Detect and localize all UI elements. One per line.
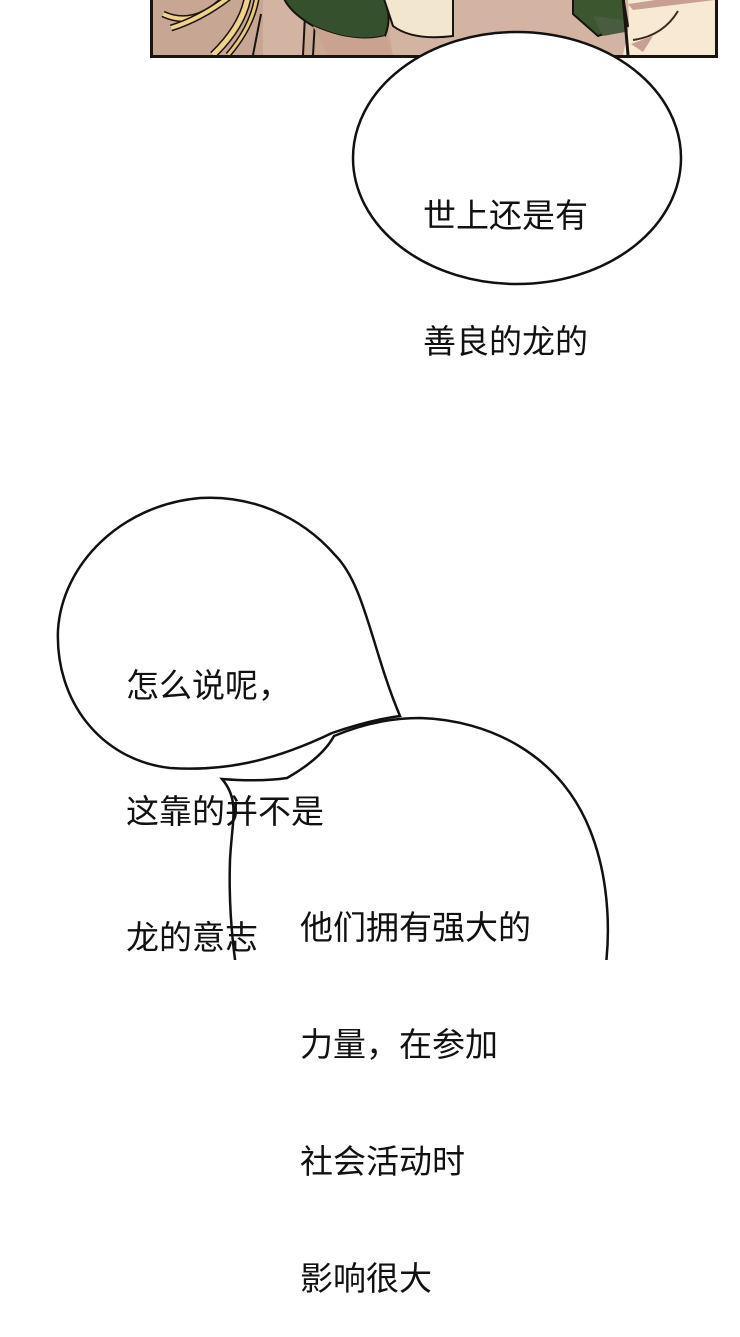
panel-artwork xyxy=(153,0,715,55)
bubble-2-line-3: 龙的意志 xyxy=(126,918,258,957)
speech-bubble-1 xyxy=(351,30,683,286)
bubble-1-line-2: 善良的龙的 xyxy=(423,322,588,361)
bubble-1-line-1: 世上还是有 xyxy=(423,196,588,235)
bubble-2-line-1: 怎么说呢， xyxy=(126,666,291,705)
bubble-3-line-2: 力量，在参加 xyxy=(300,1025,498,1064)
bubble-3-line-1: 他们拥有强大的 xyxy=(300,908,531,947)
bubble-2-line-2: 这靠的并不是 xyxy=(126,792,324,831)
bubble-3-line-4: 影响很大 xyxy=(300,1259,432,1298)
speech-bubbles-layer xyxy=(56,30,683,960)
bubble-3-text: 他们拥有强大的 力量，在参加 社会活动时 影响很大 xyxy=(300,830,531,1337)
comic-panel-top xyxy=(150,0,718,58)
bubble-3-line-3: 社会活动时 xyxy=(300,1142,465,1181)
speech-bubble-2 xyxy=(56,496,402,770)
bubble-2-text: 怎么说呢， 这靠的并不是 龙的意志 xyxy=(126,581,324,1001)
bubble-1-text: 世上还是有 善良的龙的 xyxy=(423,111,588,405)
speech-bubble-3 xyxy=(219,716,610,960)
